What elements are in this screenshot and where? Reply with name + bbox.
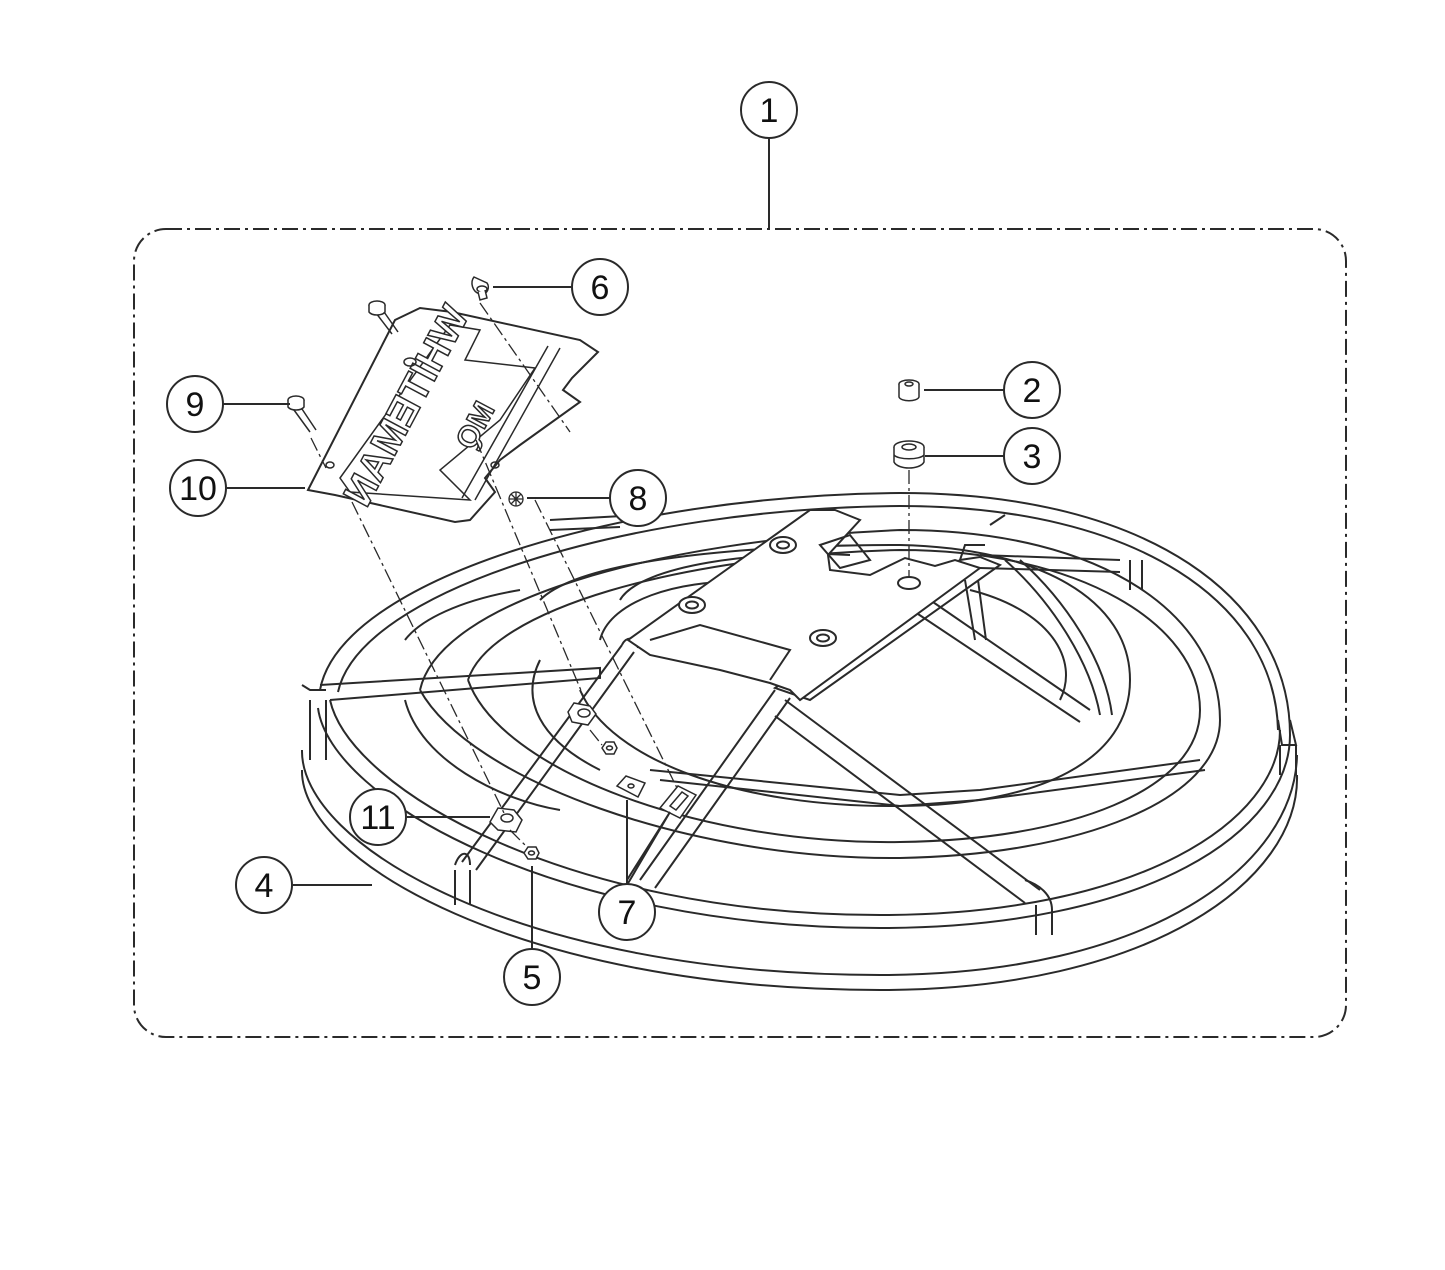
callout-6: 6 bbox=[571, 258, 629, 316]
callout-label: 2 bbox=[1023, 372, 1042, 410]
explode-lines bbox=[310, 302, 910, 849]
assembly-boundary bbox=[133, 228, 1347, 1038]
callouts: 1 2 3 4 5 6 7 8 9 10 11 bbox=[166, 81, 1061, 1006]
star-washer bbox=[508, 491, 524, 507]
grommet bbox=[893, 440, 925, 469]
callout-2: 2 bbox=[1003, 361, 1061, 419]
callout-label: 5 bbox=[523, 959, 542, 997]
spacer bbox=[898, 379, 920, 402]
callout-circle bbox=[166, 375, 224, 433]
callout-label: 7 bbox=[618, 894, 637, 932]
callout-circle bbox=[740, 81, 798, 139]
callout-11: 11 bbox=[349, 788, 407, 846]
callout-circle bbox=[169, 459, 227, 517]
callout-label: 11 bbox=[360, 799, 395, 837]
guard-ribs bbox=[301, 514, 1298, 935]
callout-circle bbox=[1003, 361, 1061, 419]
clamp-lower bbox=[489, 807, 523, 833]
callout-label: 10 bbox=[179, 470, 217, 508]
support-tube bbox=[461, 544, 1003, 889]
callout-circle bbox=[571, 258, 629, 316]
callout-label: 8 bbox=[629, 480, 648, 518]
callout-circle bbox=[609, 469, 667, 527]
callout-circle bbox=[349, 788, 407, 846]
callout-label: 6 bbox=[591, 269, 610, 307]
callout-label: 4 bbox=[255, 867, 274, 905]
plate-bolts bbox=[678, 536, 837, 647]
callout-label: 1 bbox=[760, 92, 779, 130]
clamp-upper bbox=[567, 702, 597, 726]
callout-circle bbox=[598, 883, 656, 941]
nut-upper bbox=[601, 741, 618, 755]
callout-7: 7 bbox=[598, 883, 656, 941]
callout-circle bbox=[235, 856, 293, 914]
callout-circle bbox=[503, 948, 561, 1006]
callout-label: 9 bbox=[186, 386, 205, 424]
bolt-upper bbox=[368, 300, 399, 335]
mounting-plate bbox=[626, 509, 983, 702]
callout-8: 8 bbox=[609, 469, 667, 527]
callout-circle bbox=[1003, 427, 1061, 485]
callout-label: 3 bbox=[1023, 438, 1042, 476]
callout-1: 1 bbox=[740, 81, 798, 139]
callout-3: 3 bbox=[1003, 427, 1061, 485]
clip-nut-slotted bbox=[658, 785, 698, 819]
leader-lines bbox=[223, 138, 1004, 949]
callout-9: 9 bbox=[166, 375, 224, 433]
bolt-left bbox=[287, 395, 317, 433]
callout-10: 10 bbox=[169, 459, 227, 517]
callout-4: 4 bbox=[235, 856, 293, 914]
clip-nut-small bbox=[615, 775, 647, 799]
callout-5: 5 bbox=[503, 948, 561, 1006]
wing-bolt bbox=[471, 276, 490, 301]
nut-lower bbox=[523, 846, 540, 860]
